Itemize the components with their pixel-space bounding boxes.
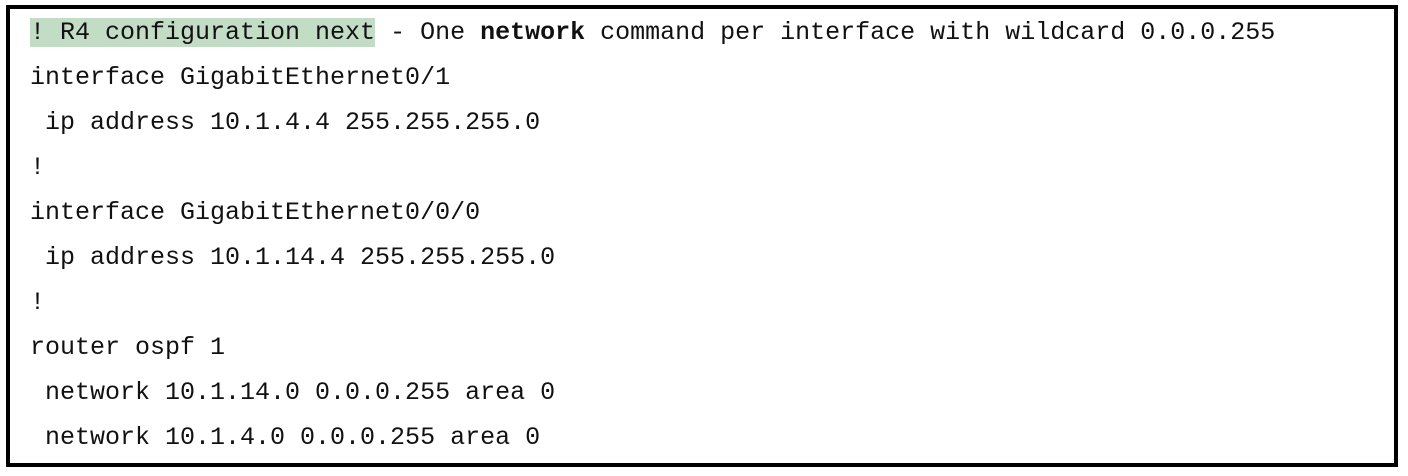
comment-middle-text: - One xyxy=(375,18,481,47)
config-line-separator-1: ! xyxy=(30,153,46,182)
network-keyword: network xyxy=(480,18,586,47)
config-line-ip-address-g0-0-0: ip address 10.1.14.4 255.255.255.0 xyxy=(30,243,556,272)
config-line-separator-2: ! xyxy=(30,288,46,317)
config-line-interface-g0-0-0: interface GigabitEthernet0/0/0 xyxy=(30,198,481,227)
highlighted-comment: ! R4 configuration next xyxy=(30,18,376,47)
config-line-ip-address-g0-1: ip address 10.1.4.4 255.255.255.0 xyxy=(30,108,541,137)
config-line-interface-g0-1: interface GigabitEthernet0/1 xyxy=(30,63,451,92)
config-line-network-10-1-4-0: network 10.1.4.0 0.0.0.255 area 0 xyxy=(30,423,541,452)
config-line-network-10-1-14-0: network 10.1.14.0 0.0.0.255 area 0 xyxy=(30,378,556,407)
config-listing: ! R4 configuration next - One network co… xyxy=(6,5,1398,467)
config-line-router-ospf: router ospf 1 xyxy=(30,333,226,362)
comment-line: ! R4 configuration next - One network co… xyxy=(30,18,1394,63)
comment-rest-text: command per interface with wildcard 0.0.… xyxy=(585,18,1276,47)
